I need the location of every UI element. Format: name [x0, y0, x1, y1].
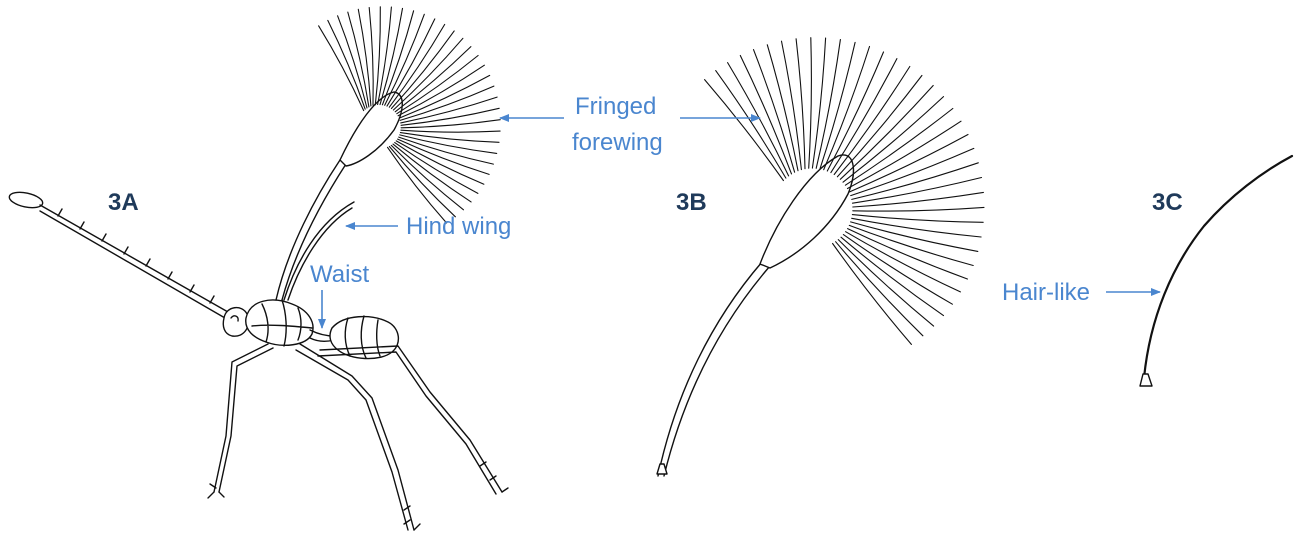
- forewing-blade-b: [760, 155, 853, 268]
- fringe-seta: [400, 133, 499, 143]
- fringe-seta: [845, 109, 952, 186]
- fringe-seta: [348, 12, 369, 107]
- fringe-seta: [833, 244, 912, 345]
- fringed-forewing-label-line2: forewing: [572, 129, 663, 156]
- fringe-seta: [385, 14, 425, 105]
- fringe-seta: [401, 130, 500, 132]
- fringe-seta: [836, 242, 923, 336]
- panel-3a: 3A: [8, 7, 508, 530]
- forewing-fringe: [319, 7, 501, 223]
- fringed-forewing-label-line1: Fringed: [575, 93, 656, 120]
- panel-3a-label: 3A: [108, 189, 139, 216]
- fringe-seta: [824, 47, 870, 170]
- fringe-seta: [358, 9, 371, 106]
- fringe-seta: [319, 26, 364, 111]
- fringe-seta: [809, 38, 812, 169]
- fringe-seta: [846, 232, 961, 292]
- panel-3b-label: 3B: [676, 189, 707, 216]
- hind-wing-c-base: [1140, 374, 1152, 386]
- fringe-seta: [398, 65, 484, 116]
- fringe-seta: [840, 86, 933, 180]
- forewing-base-b: [657, 464, 667, 474]
- panel-3c: 3C: [1140, 156, 1292, 386]
- fringe-seta: [395, 47, 471, 112]
- forewing-stalk-b: [658, 262, 770, 476]
- fringe-seta: [328, 20, 365, 109]
- fringe-seta: [375, 7, 380, 105]
- head: [223, 308, 248, 337]
- fringe-seta: [400, 86, 494, 120]
- fringe-seta: [389, 147, 455, 217]
- panel-3c-label: 3C: [1152, 189, 1183, 216]
- fringe-seta: [397, 56, 478, 114]
- fringe-seta: [812, 38, 825, 168]
- waist-label: Waist: [310, 261, 369, 288]
- fringe-seta: [852, 215, 983, 223]
- fringe-seta: [716, 71, 786, 179]
- fringe-seta: [816, 40, 840, 169]
- legs: [208, 344, 508, 530]
- hair-like-label: Hair-like: [1002, 279, 1090, 306]
- fringe-seta: [851, 222, 978, 252]
- thorax: [246, 300, 313, 345]
- annotations: Fringed forewing Hind wing Waist Hair-li…: [310, 93, 1160, 328]
- fringe-seta: [853, 178, 982, 204]
- fringe-seta: [388, 147, 447, 223]
- fringe-seta: [796, 39, 805, 169]
- fringe-seta: [380, 8, 403, 104]
- fringe-seta: [851, 148, 974, 195]
- fringe-seta: [705, 80, 784, 181]
- hind-wing-label: Hind wing: [406, 213, 511, 240]
- panel-3b: 3B: [657, 38, 984, 476]
- fringe-seta: [853, 207, 984, 211]
- fringe-seta: [382, 11, 413, 105]
